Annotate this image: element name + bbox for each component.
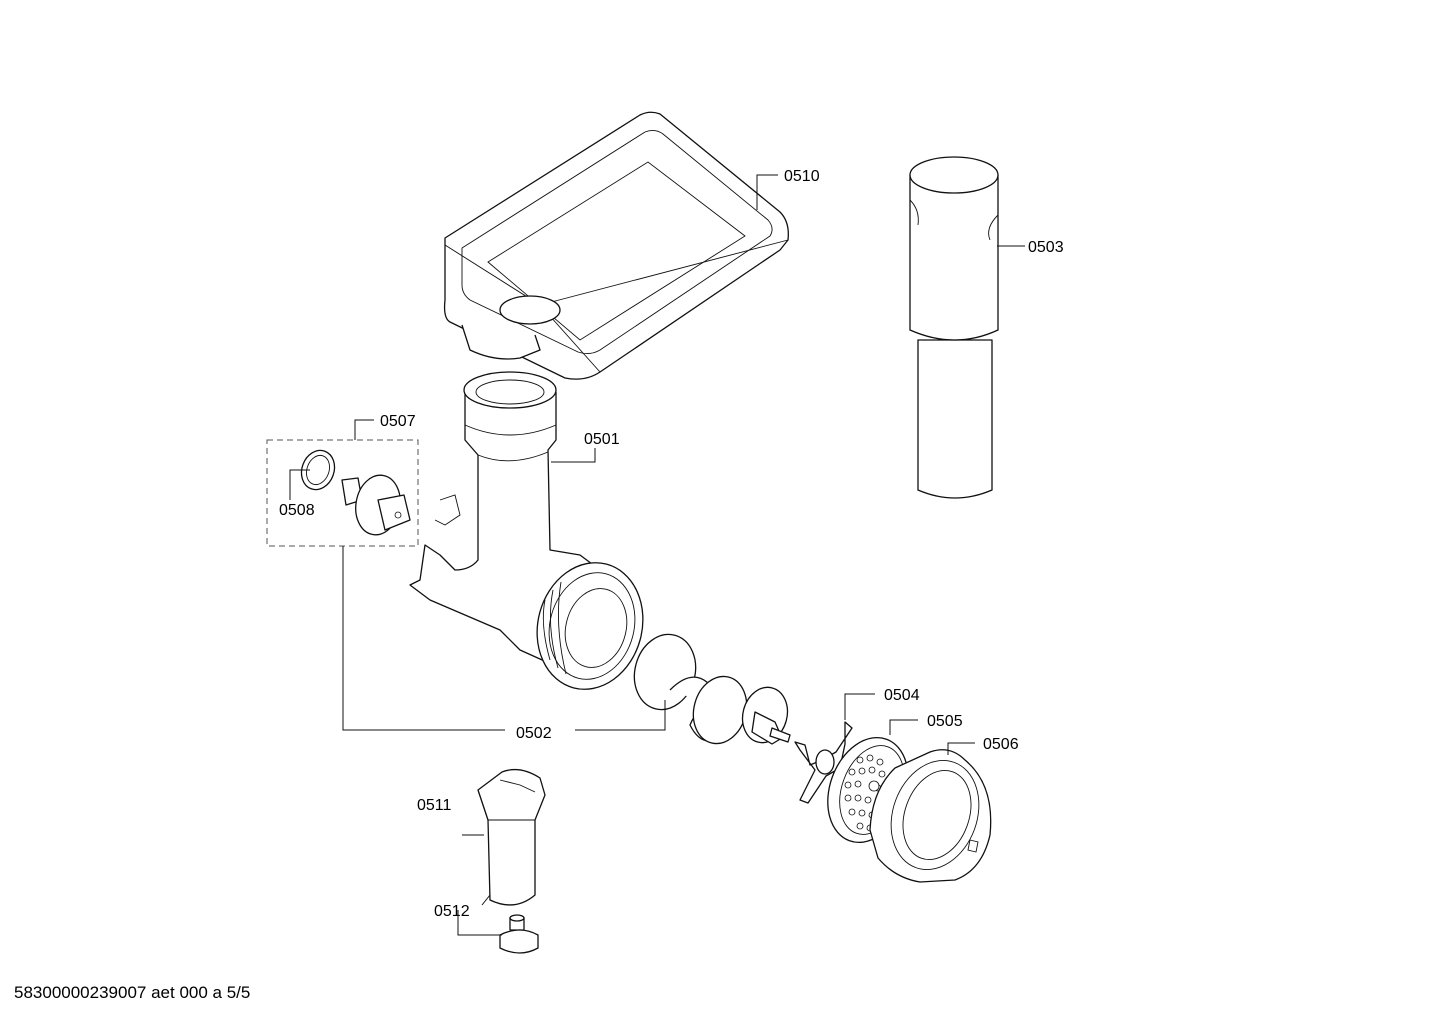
drive-coupling-assembly bbox=[266, 439, 419, 547]
callout-0511: 0511 bbox=[417, 797, 452, 814]
sausage-attachment-part bbox=[477, 768, 546, 906]
small-cap-part bbox=[499, 914, 539, 954]
document-code: 58300000239007 aet 000 a 5/5 bbox=[14, 983, 250, 1002]
worm-screw-part bbox=[633, 633, 791, 745]
callout-0504: 0504 bbox=[884, 687, 920, 704]
food-pusher-part bbox=[909, 156, 999, 499]
callout-0507: 0507 bbox=[380, 413, 416, 430]
feed-tray-part bbox=[443, 111, 789, 380]
callout-0503: 0503 bbox=[1028, 239, 1064, 256]
callout-0510: 0510 bbox=[784, 168, 820, 185]
callout-0502: 0502 bbox=[516, 725, 552, 742]
leader-lines bbox=[289, 174, 1025, 936]
callout-0506: 0506 bbox=[983, 736, 1019, 753]
callout-0512: 0512 bbox=[434, 903, 470, 920]
locking-ring-part bbox=[869, 749, 992, 883]
callout-0501: 0501 bbox=[584, 431, 620, 448]
callout-0508: 0508 bbox=[279, 502, 315, 519]
callout-0505: 0505 bbox=[927, 713, 963, 730]
grinder-housing-part bbox=[409, 371, 644, 690]
